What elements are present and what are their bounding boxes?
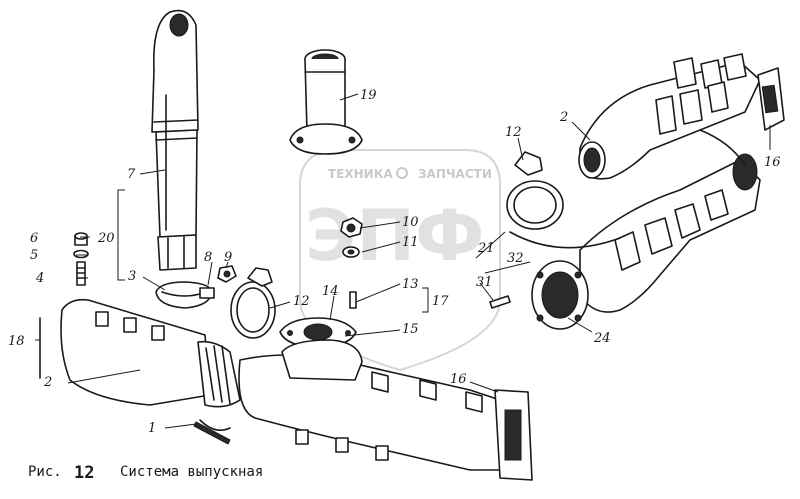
right-manifold	[509, 129, 761, 313]
leader-lines	[35, 93, 771, 429]
callout-24: 24	[593, 331, 611, 346]
callout-16-top: 16	[764, 155, 781, 170]
callout-19: 19	[360, 88, 377, 103]
callout-5: 5	[30, 248, 38, 263]
callout-12-top: 12	[505, 125, 522, 140]
callout-13: 13	[402, 277, 419, 292]
clamp-top-right	[506, 151, 564, 230]
upper-right-manifold	[578, 53, 761, 180]
clamp-center	[230, 267, 276, 339]
callout-15: 15	[402, 322, 419, 337]
callout-20: 20	[97, 231, 115, 246]
callout-6: 6	[30, 231, 38, 246]
callout-2-main: 2	[43, 375, 52, 390]
callout-14: 14	[322, 284, 339, 299]
callout-21: 21	[477, 241, 495, 256]
watermark-logo: ЭПФ	[305, 195, 484, 277]
callout-3: 3	[128, 269, 136, 284]
callout-labels: 7 20 3 6 5 4 8 9 12 19 10 11 18 2 1 14 1…	[8, 88, 781, 436]
watermark-text-right: ЗАПЧАСТИ	[418, 167, 492, 181]
callout-1: 1	[148, 421, 156, 436]
gear-icon	[396, 167, 408, 179]
watermark-text-left: ТЕХНИКА	[328, 167, 394, 181]
callout-7: 7	[127, 167, 136, 182]
callout-18: 18	[8, 334, 25, 349]
gasket-bottom-right	[494, 389, 533, 481]
callout-10: 10	[402, 215, 419, 230]
clamp-ring	[155, 281, 215, 309]
caption-title: Система выпускная	[120, 464, 263, 480]
callout-16-bottom: 16	[450, 372, 467, 387]
callout-12-center: 12	[293, 294, 310, 309]
callout-31: 31	[476, 275, 493, 290]
small-nut	[217, 265, 237, 283]
small-stud	[489, 295, 511, 309]
flange-pipe	[289, 49, 363, 155]
caption-prefix: Рис.	[28, 464, 62, 480]
gasket-top-right	[757, 67, 785, 131]
callout-17: 17	[432, 294, 449, 309]
main-exhaust-manifold	[39, 298, 506, 471]
callout-9: 9	[224, 250, 232, 265]
watermark: ТЕХНИКА ЗАПЧАСТИ ЭПФ	[299, 149, 501, 372]
callout-2-top: 2	[559, 110, 568, 125]
callout-8: 8	[204, 250, 212, 265]
callout-32: 32	[507, 251, 524, 266]
round-flange	[531, 260, 589, 330]
nut-washer-pair	[340, 217, 363, 258]
figure-caption: Рис. 12 Система выпускная	[28, 463, 263, 483]
callout-4: 4	[35, 271, 44, 286]
stud-bolt-group	[73, 232, 89, 286]
caption-number: 12	[74, 463, 94, 483]
callout-11: 11	[402, 235, 419, 250]
upper-exhaust-pipe	[151, 9, 199, 271]
